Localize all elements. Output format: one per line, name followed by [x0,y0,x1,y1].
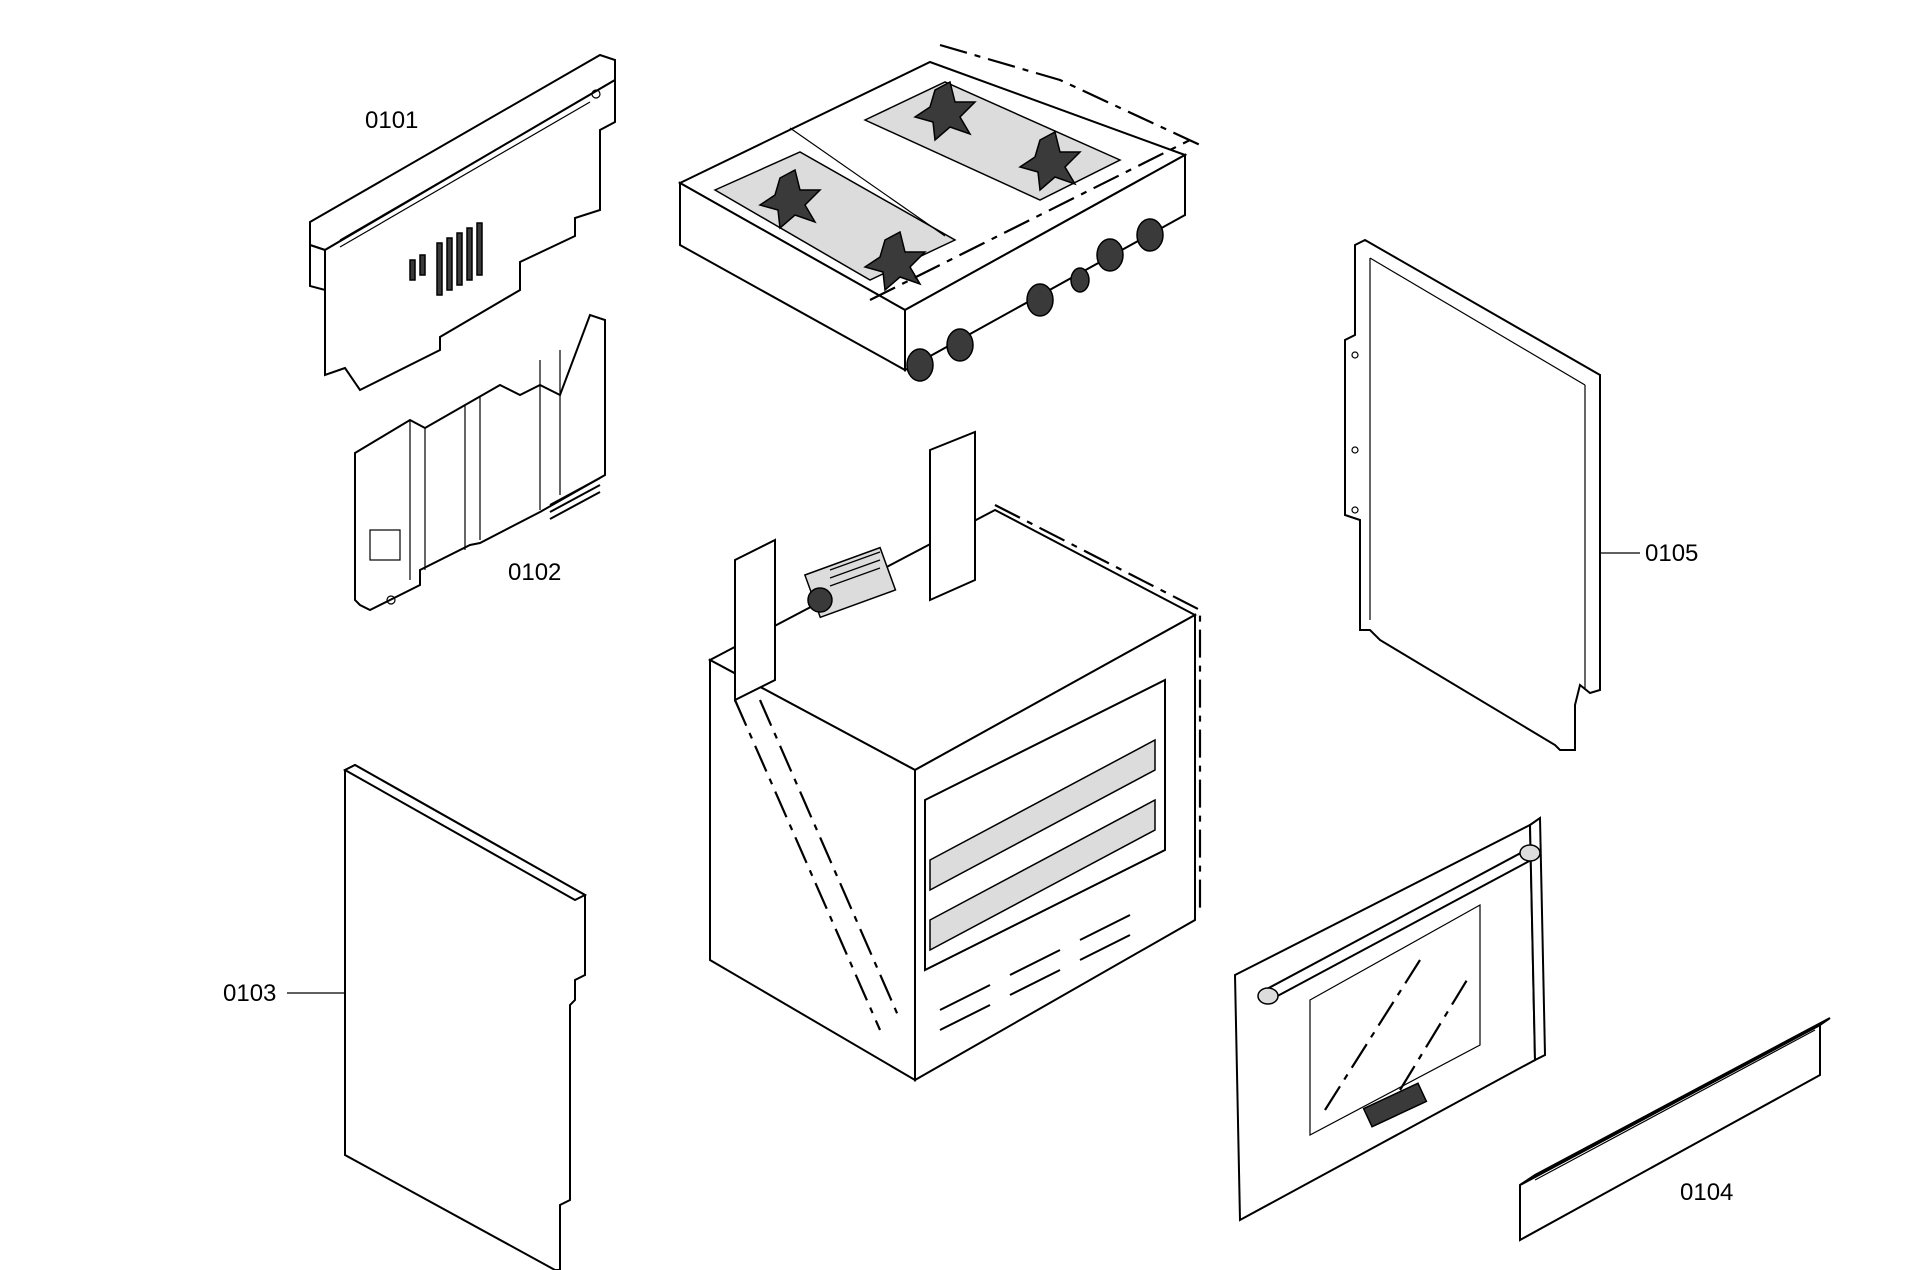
part-0104-kick-plate [1519,1017,1831,1242]
blower-motor [803,546,897,619]
part-0103-left-side-panel [342,763,588,1270]
door-handle [1257,844,1541,1005]
vent-grille [939,914,1131,1031]
part-label-0103: 0103 [223,980,276,1007]
part-0102-lower-back-panel [354,313,606,612]
part-0101-back-vent-panel [309,53,616,392]
part-0105-right-side-panel [1344,238,1601,751]
oven-door-assembly [1233,816,1547,1222]
vent-grille [549,477,601,520]
part-label-0101: 0101 [365,107,418,134]
part-label-0105: 0105 [1645,540,1698,567]
burner-grate [758,80,1082,292]
oven-rack [929,738,1156,952]
part-label-0102: 0102 [508,559,561,586]
cooktop-assembly [677,43,1201,382]
control-knob [906,218,1164,382]
oven-cavity-assembly [707,430,1202,1082]
vent-grille [409,222,483,296]
part-label-0104: 0104 [1680,1179,1733,1206]
